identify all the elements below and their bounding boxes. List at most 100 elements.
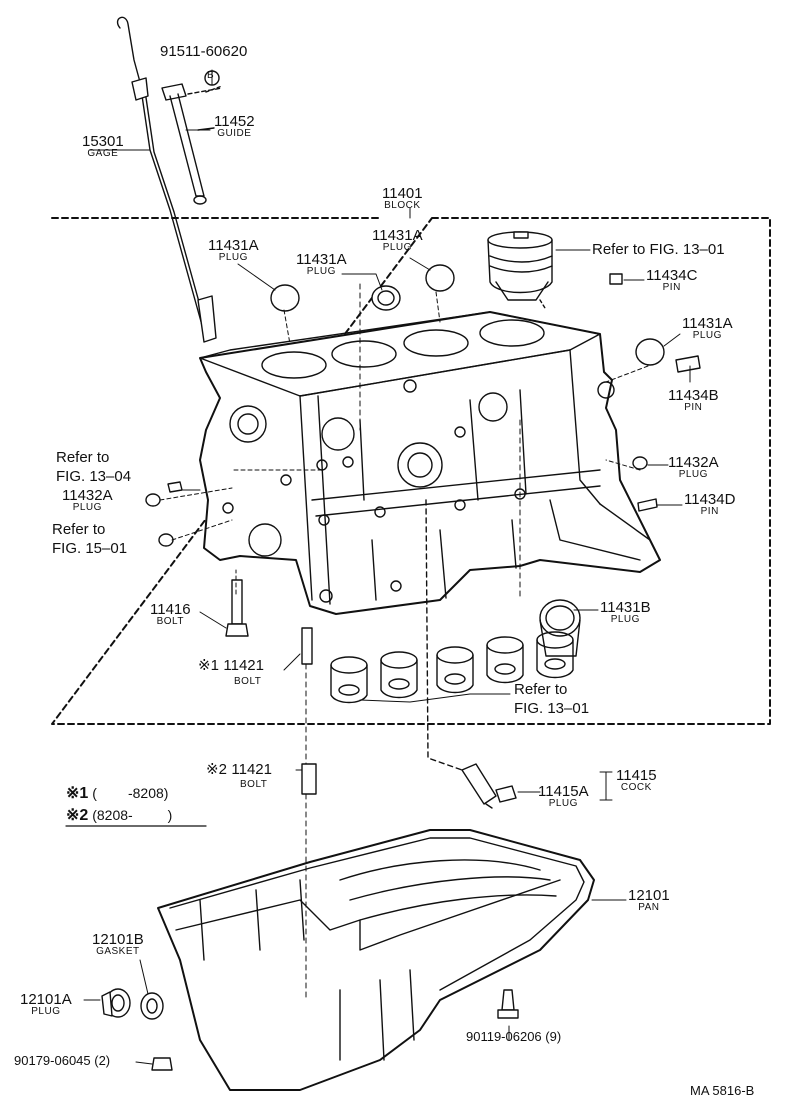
part-number: 11432A xyxy=(62,487,113,504)
part-number: 11416 xyxy=(150,601,191,618)
part-number: 11431B xyxy=(600,599,651,616)
reference-fig-13-04: Refer to FIG. 13–04 xyxy=(56,450,131,484)
callout-11431a-right: 11431A PLUG xyxy=(682,316,733,341)
part-name: BLOCK xyxy=(384,200,421,211)
callout-11432a-left: 11432A PLUG xyxy=(62,488,113,513)
callout-11431a-top: 11431A PLUG xyxy=(372,228,423,253)
part-number: 15301 xyxy=(82,133,124,150)
callout-11415a: 11415A PLUG xyxy=(538,784,589,809)
note-2: ※2 (8208- ) xyxy=(66,808,172,824)
ref-line-1: Refer to xyxy=(52,521,106,538)
callout-11431a-mid: 11431A PLUG xyxy=(296,252,347,277)
note-mark: ※1 xyxy=(198,657,219,674)
ref-line-2: FIG. 13–01 xyxy=(514,700,590,717)
part-name: PIN xyxy=(662,282,681,293)
piston xyxy=(487,231,553,309)
callout-11431b: 11431B PLUG xyxy=(600,600,651,625)
note-2-mark: ※2 xyxy=(66,807,89,824)
oil-pan xyxy=(157,829,595,1091)
part-number: 11434D xyxy=(684,491,736,508)
part-number: 11431A xyxy=(296,251,347,268)
ref-line-1: Refer to xyxy=(514,681,568,698)
callout-11431a-left: 11431A PLUG xyxy=(208,238,259,263)
bolts xyxy=(225,579,317,795)
drain-cock xyxy=(425,499,517,809)
note-2-range: (8208- ) xyxy=(92,807,173,823)
callout-91511: 91511-60620 xyxy=(160,44,247,59)
leader-lines xyxy=(83,69,691,1065)
part-number: 11421 xyxy=(231,761,272,778)
callout-11434b: 11434B PIN xyxy=(668,388,719,413)
part-name: GAGE xyxy=(87,148,119,159)
piston-reference: Refer to FIG. 13–01 xyxy=(592,241,725,258)
reference-bearings: Refer to FIG. 13–01 xyxy=(514,682,589,716)
part-name: PIN xyxy=(684,402,703,413)
part-name: PLUG xyxy=(72,502,102,513)
callout-11434d: 11434D PIN xyxy=(684,492,735,517)
part-name: PLUG xyxy=(382,242,412,253)
part-number: 11432A xyxy=(668,454,719,471)
part-number: 12101 xyxy=(628,887,670,904)
callout-11415: 11415 COCK xyxy=(616,768,657,793)
callout-11434c: 11434C PIN xyxy=(646,268,697,293)
reference-fig-15-01: Refer to FIG. 15–01 xyxy=(52,522,127,556)
part-name: COCK xyxy=(620,782,652,793)
core-plugs xyxy=(145,264,701,657)
badge-b: B xyxy=(207,70,214,81)
part-name: GASKET xyxy=(96,946,140,957)
note-1-mark: ※1 xyxy=(66,785,89,802)
part-name: PLUG xyxy=(548,798,578,809)
assembly-boundary xyxy=(51,217,771,725)
note-1: ※1 ( -8208) xyxy=(66,786,168,802)
dipstick-gage xyxy=(116,16,217,343)
part-number: 11415 xyxy=(616,767,657,784)
part-number: 12101B xyxy=(92,931,144,948)
callout-11421-1: ※1 11421 xyxy=(198,658,264,674)
callout-12101b: 12101B GASKET xyxy=(92,932,144,957)
part-name: PLUG xyxy=(306,266,336,277)
part-name: PAN xyxy=(638,902,660,913)
callout-11416: 11416 BOLT xyxy=(150,602,191,627)
callout-11452: 11452 GUIDE xyxy=(214,114,255,139)
part-number: 11452 xyxy=(214,113,255,130)
part-name-11421-2: BOLT xyxy=(240,779,268,790)
part-number: 12101A xyxy=(20,991,72,1008)
part-name: PLUG xyxy=(31,1006,61,1017)
callout-90119: 90119-06206 (9) xyxy=(466,1029,562,1044)
part-name: PLUG xyxy=(692,330,722,341)
main-bearings xyxy=(330,631,574,704)
part-number: 11434C xyxy=(646,267,698,284)
part-name: PLUG xyxy=(218,252,248,263)
callout-11401: 11401 BLOCK xyxy=(382,186,423,211)
part-name: PLUG xyxy=(610,614,640,625)
part-number: 11401 xyxy=(382,185,423,202)
part-number: 11415A xyxy=(538,783,589,800)
callout-90179: 90179-06045 (2) xyxy=(14,1053,111,1068)
callout-11421-2: ※2 11421 xyxy=(206,762,272,778)
note-1-range: ( -8208) xyxy=(92,785,169,801)
part-number: 11434B xyxy=(668,387,719,404)
callout-12101: 12101 PAN xyxy=(628,888,670,913)
callout-12101a: 12101A PLUG xyxy=(20,992,72,1017)
dipstick-guide xyxy=(161,83,223,205)
ref-line-2: FIG. 15–01 xyxy=(52,540,128,557)
part-name: BOLT xyxy=(156,616,184,627)
callout-15301: 15301 GAGE xyxy=(82,134,124,159)
part-number: 11421 xyxy=(223,657,264,674)
drain-plug xyxy=(101,988,519,1071)
ref-line-1: Refer to xyxy=(56,449,110,466)
part-number: 11431A xyxy=(372,227,423,244)
ref-line-2: FIG. 13–04 xyxy=(56,468,132,485)
engine-block xyxy=(199,311,661,615)
part-number: 11431A xyxy=(682,315,733,332)
callout-11432a-right: 11432A PLUG xyxy=(668,455,719,480)
part-name: PLUG xyxy=(678,469,708,480)
part-name-11421-1: BOLT xyxy=(234,676,262,687)
part-name: PIN xyxy=(700,506,719,517)
part-number: 11431A xyxy=(208,237,259,254)
figure-code: MA 5816-B xyxy=(690,1083,755,1098)
note-mark: ※2 xyxy=(206,761,227,778)
part-name: GUIDE xyxy=(217,128,252,139)
part-number: 91511-60620 xyxy=(160,43,248,60)
